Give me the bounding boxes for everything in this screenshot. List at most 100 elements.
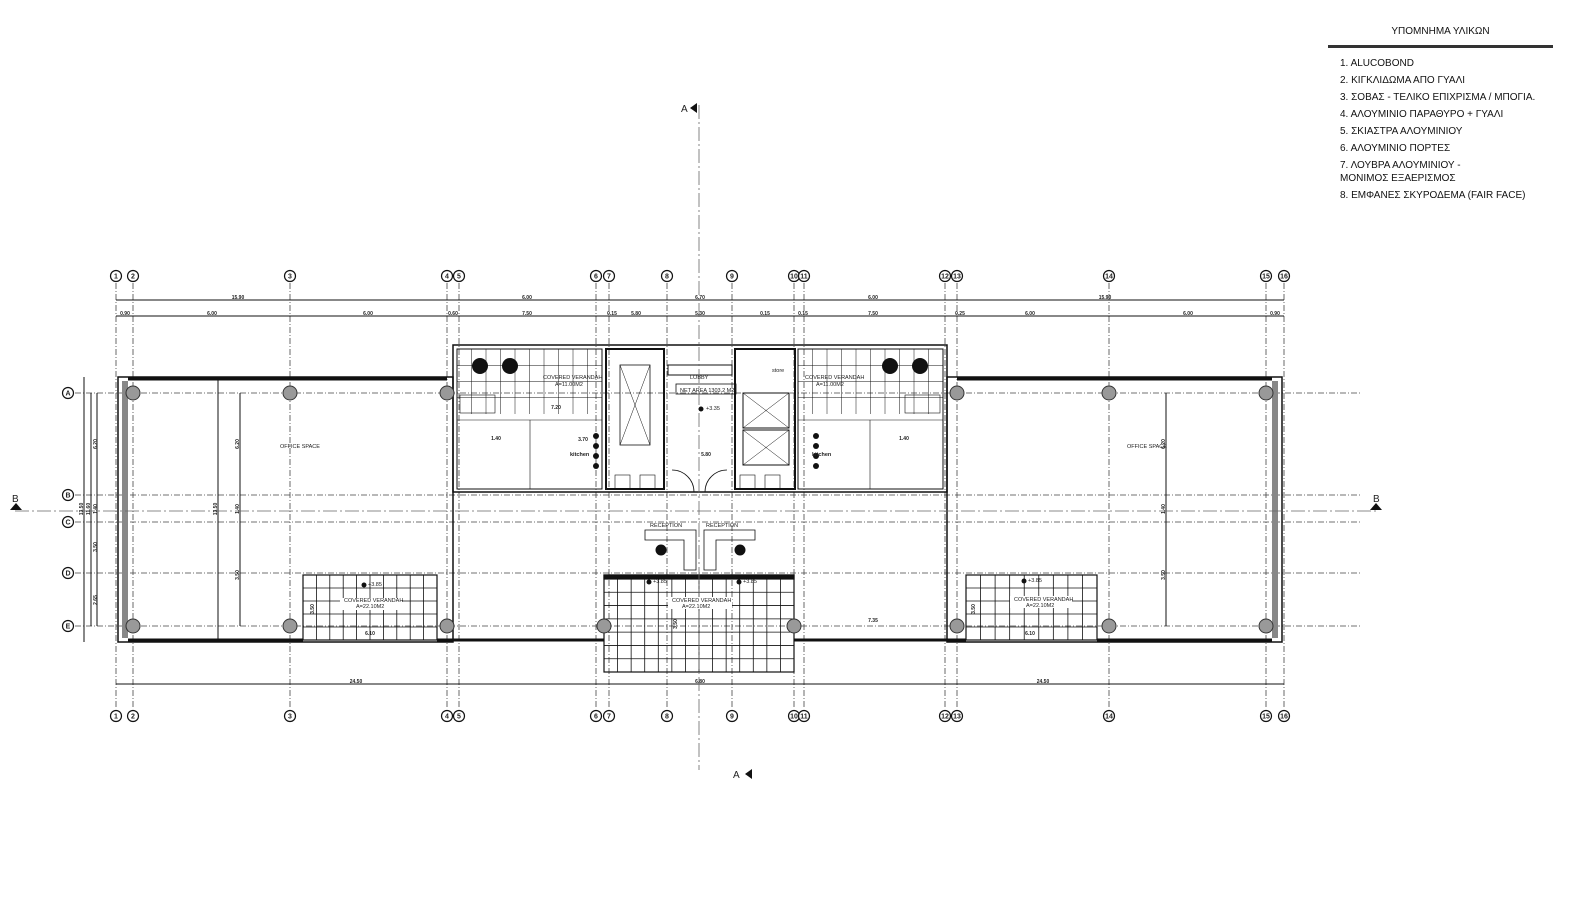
upper-veranda-left-label: COVERED VERANDAH xyxy=(543,375,602,381)
dimension-left: 2.65 xyxy=(93,595,99,605)
building-walls xyxy=(117,344,1283,643)
svg-text:6: 6 xyxy=(594,714,598,721)
legend-item: 2. ΚΙΓΚΛΙΔΩΜΑ ΑΠΟ ΓΥΑΛΙ xyxy=(1340,75,1466,86)
svg-text:11: 11 xyxy=(800,274,808,281)
svg-text:2: 2 xyxy=(131,714,135,721)
svg-text:B: B xyxy=(65,493,70,500)
dimension-bottom: 6.80 xyxy=(695,679,705,685)
grid-bubble-column-8: 8 xyxy=(660,709,674,723)
grid-bubble-column-16: 16 xyxy=(1277,709,1291,723)
svg-text:1: 1 xyxy=(114,274,118,281)
dimension-top-detail: 5.80 xyxy=(631,311,641,317)
legend-item: 8. ΕΜΦΑΝΕΣ ΣΚΥΡΟΔΕΜΑ (FAIR FACE) xyxy=(1340,190,1526,201)
dimension-misc: 5.80 xyxy=(701,452,711,458)
column xyxy=(282,618,298,634)
grid-bubble-row-C: C xyxy=(61,515,75,529)
structural-columns xyxy=(125,385,1274,634)
svg-text:7: 7 xyxy=(607,714,611,721)
dimension-top-detail: 0.90 xyxy=(120,311,130,317)
office-space-right-label: OFFICE SPACE xyxy=(1127,444,1167,450)
svg-text:5: 5 xyxy=(457,274,461,281)
column xyxy=(1258,618,1274,634)
dimension-inner-right: 3.50 xyxy=(1161,570,1167,580)
dimension-misc: 3.50 xyxy=(673,619,679,629)
dimension-inner-right: 6.20 xyxy=(1161,439,1167,449)
dimension-left: 13.50 xyxy=(79,503,85,516)
legend-item: 5. ΣΚΙΑΣΤΡΑ ΑΛΟΥΜΙΝΙΟΥ xyxy=(1340,126,1463,137)
column xyxy=(596,618,612,634)
veranda-left-area: A=22.10M2 xyxy=(356,604,384,610)
svg-text:8: 8 xyxy=(665,714,669,721)
section-a-label-bottom: A xyxy=(733,770,740,781)
veranda-center-labels: COVERED VERANDAH A=22.10M2 +3.85 +3.85 xyxy=(646,579,757,610)
veranda-left-labels: COVERED VERANDAH A=22.10M2 +3.85 xyxy=(340,582,403,610)
legend-divider xyxy=(1328,45,1553,48)
dimension-top-detail: 0.15 xyxy=(798,311,808,317)
dimension-left: 3.50 xyxy=(93,542,99,552)
svg-text:9: 9 xyxy=(730,714,734,721)
svg-text:7: 7 xyxy=(607,274,611,281)
svg-text:8: 8 xyxy=(665,274,669,281)
svg-text:12: 12 xyxy=(941,274,949,281)
section-b-line: B B xyxy=(10,494,1382,512)
dimension-misc: 3.70 xyxy=(578,437,588,443)
svg-text:13: 13 xyxy=(953,274,961,281)
dimension-inner-left: 6.20 xyxy=(235,439,241,449)
dimension-top-detail: 5.30 xyxy=(695,311,705,317)
dimension-top-detail: 0.15 xyxy=(607,311,617,317)
grid-bubble-column-10: 10 xyxy=(787,269,801,283)
upper-veranda-right-label: COVERED VERANDAH xyxy=(805,375,864,381)
column xyxy=(1258,385,1274,401)
grid-bubble-column-8: 8 xyxy=(660,269,674,283)
svg-text:10: 10 xyxy=(790,714,798,721)
kitchen-left-label: kitchen xyxy=(570,452,590,458)
grid-bubble-column-2: 2 xyxy=(126,269,140,283)
legend-item: 7. ΛΟΥΒΡΑ ΑΛΟΥΜΙΝΙΟΥ - ΜΟΝΙΜΟΣ ΕΞΑΕΡΙΣΜΟ… xyxy=(1340,160,1461,184)
grid-bubble-column-4: 4 xyxy=(440,269,454,283)
room-labels: OFFICE SPACE OFFICE SPACE LOBBY NET AREA… xyxy=(280,368,1167,610)
grid-bubble-column-16: 16 xyxy=(1277,269,1291,283)
section-a-label-top: A xyxy=(681,104,688,115)
svg-text:14: 14 xyxy=(1105,714,1113,721)
grid-bubble-row-D: D xyxy=(61,566,75,580)
materials-legend: ΥΠΟΜΝΗΜΑ ΥΛΙΚΩΝ 1. ALUCOBOND 2. ΚΙΓΚΛΙΔΩ… xyxy=(1328,26,1558,204)
section-b-label-right: B xyxy=(1373,494,1380,505)
svg-text:5: 5 xyxy=(457,714,461,721)
grid-bubble-column-5: 5 xyxy=(452,269,466,283)
svg-text:11: 11 xyxy=(800,714,808,721)
section-b-label-left: B xyxy=(12,494,19,505)
dimension-top-detail: 7.50 xyxy=(868,311,878,317)
veranda-center-level-right: +3.85 xyxy=(743,579,757,585)
dimension-left: 1.40 xyxy=(93,504,99,514)
grid-bubble-column-3: 3 xyxy=(283,709,297,723)
svg-text:13: 13 xyxy=(953,714,961,721)
dimension-top-detail: 0.25 xyxy=(955,311,965,317)
svg-text:15: 15 xyxy=(1262,714,1270,721)
reception-right-label: RECEPTION xyxy=(706,523,738,529)
veranda-center-label: COVERED VERANDAH xyxy=(672,598,731,604)
dimension-misc: 6.10 xyxy=(365,631,375,637)
lobby-area-label: NET AREA 1303.2 M2 xyxy=(680,388,734,394)
svg-text:D: D xyxy=(65,571,70,578)
lobby-level-label: +3.35 xyxy=(706,406,720,412)
svg-text:A: A xyxy=(65,391,70,398)
svg-text:C: C xyxy=(65,520,70,527)
svg-text:E: E xyxy=(66,624,71,631)
dimension-inner-left: 1.40 xyxy=(235,504,241,514)
dimension-top-detail: 6.00 xyxy=(1025,311,1035,317)
dimension-lines xyxy=(83,299,1284,685)
dimension-left: 11.60 xyxy=(86,503,92,515)
dimension-misc: 1.40 xyxy=(899,436,909,442)
svg-text:16: 16 xyxy=(1280,274,1288,281)
grid-bubble-column-12: 12 xyxy=(938,269,952,283)
veranda-center-area: A=22.10M2 xyxy=(682,604,710,610)
dimension-top-detail: 0.90 xyxy=(1270,311,1280,317)
column xyxy=(282,385,298,401)
column xyxy=(1101,618,1117,634)
grid-bubble-column-15: 15 xyxy=(1259,709,1273,723)
dimension-top-overall: 15.90 xyxy=(232,295,245,301)
dimension-top-overall: 15.90 xyxy=(1099,295,1112,301)
veranda-left-label: COVERED VERANDAH xyxy=(344,598,403,604)
